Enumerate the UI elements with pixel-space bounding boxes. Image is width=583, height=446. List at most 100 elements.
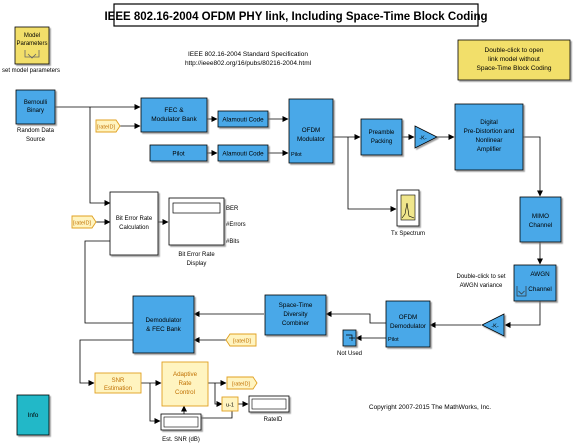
predistortion-line1: Digital [480, 119, 498, 126]
ofdm-demodulator-block[interactable] [385, 300, 431, 348]
unit-delay-block[interactable] [221, 396, 239, 412]
predistortion-line3: Nonlinear [476, 137, 503, 144]
adaptive-line2: Rate [178, 380, 192, 387]
rateid-goto-adaptive-label: [rateID] [232, 382, 251, 388]
demodulator-fec-block[interactable] [132, 295, 195, 354]
alamouti-1-label: Alamouti Code [222, 117, 264, 124]
model-parameters-line1: Model [24, 33, 40, 39]
demod-fec-line2: & FEC Bank [146, 326, 181, 333]
ofdm-mod-line2: Modulator [297, 136, 325, 143]
ofdm-mod-line1: OFDM [302, 127, 321, 134]
info-block[interactable] [16, 394, 50, 436]
rateid-tag-ber-label: [rateID] [73, 221, 92, 227]
mimo-channel-block[interactable] [519, 196, 562, 243]
predistortion-line4: Amplifier [477, 146, 502, 153]
tx-gain-block[interactable] [414, 125, 438, 149]
stdc-block[interactable] [264, 294, 327, 336]
line-ofdm-spectrum [347, 137, 397, 212]
open-model-line2: link model without [488, 56, 540, 63]
rx-gain-label: -K- [491, 324, 499, 330]
adaptive-rate-block[interactable] [161, 361, 209, 407]
ber-display-field-1 [172, 202, 221, 214]
ber-display-out3: #Bits [226, 239, 239, 245]
ber-display-out1: BER [226, 206, 239, 212]
ofdm-demod-pilot-port: Pilot [388, 337, 399, 343]
ofdm-demod-line1: OFDM [399, 314, 418, 321]
line-bernoulli-ber [89, 107, 111, 206]
ber-calc-line2: Calculation [119, 225, 149, 231]
tx-spectrum-caption: Tx Spectrum [391, 231, 425, 237]
unit-delay-label: u-1 [226, 403, 234, 409]
bernoulli-block[interactable] [15, 89, 56, 125]
line-awgn-gain [504, 301, 541, 328]
spec-line1: IEEE 802.16-2004 Standard Specification [188, 51, 308, 58]
ber-display-out2: #Errors [226, 222, 246, 228]
terminator-caption: Not Used [337, 351, 362, 357]
snr-est-line2: Estimation [104, 386, 132, 392]
line-snr-display [149, 383, 161, 424]
open-model-line1: Double-click to open [485, 47, 544, 54]
stdc-line1: Space-Time [279, 302, 313, 309]
line-adaptive-delay [214, 383, 223, 407]
alamouti-code-block-2[interactable] [217, 144, 269, 162]
adaptive-line1: Adaptive [173, 371, 198, 378]
copyright-text: Copyright 2007-2015 The MathWorks, Inc. [369, 404, 491, 411]
rateid-tag-fec[interactable] [95, 119, 121, 133]
info-label: Info [28, 412, 39, 419]
preamble-packing-block[interactable] [360, 118, 403, 156]
bernoulli-caption2: Source [26, 137, 46, 143]
snr-estimation-block[interactable] [94, 372, 142, 394]
rx-gain-block[interactable] [481, 313, 505, 337]
snr-display-caption: Est. SNR (dB) [162, 437, 200, 443]
line-predistortion-mimo [523, 136, 543, 197]
diagram-title: IEEE 802.16-2004 OFDM PHY link, Includin… [104, 11, 487, 23]
ofdm-mod-pilot-port: Pilot [291, 152, 302, 158]
spectrum-icon [400, 194, 416, 221]
rateid-tag-demod-label: [rateID] [233, 339, 252, 345]
ber-calc-line1: Bit Error Rate [116, 216, 153, 222]
ofdm-demod-line2: Demodulator [390, 323, 426, 330]
awgn-note-line2: AWGN variance [460, 283, 503, 289]
title-frame [113, 3, 479, 27]
predistortion-block[interactable] [454, 103, 524, 171]
line-ofdmdemod-stdc [325, 311, 386, 324]
bernoulli-caption1: Random Data [17, 128, 55, 134]
ofdm-modulator-block[interactable] [288, 98, 334, 164]
awgn-line1: AWGN [530, 271, 550, 278]
alamouti-code-block-1[interactable] [217, 110, 269, 128]
preamble-line1: Preamble [369, 130, 395, 136]
open-model-line3: Space-Time Block Coding [477, 65, 552, 72]
rate-display-caption: RateID [264, 417, 283, 423]
open-model-block[interactable] [457, 39, 571, 81]
predistortion-line2: Pre-Distortion and [464, 128, 515, 135]
fec-modulator-block[interactable] [140, 97, 208, 133]
ber-calculation-block[interactable] [109, 191, 159, 256]
awgn-note-line1: Double-click to set [456, 274, 505, 280]
model-parameters-line2: Parameters [16, 41, 47, 47]
stdc-line2: Diversity [283, 311, 308, 318]
stdc-line3: Combiner [282, 320, 309, 327]
fec-line2: Modulator Bank [151, 116, 197, 123]
rateid-tag-demod[interactable] [225, 333, 257, 347]
rate-display-field [251, 398, 287, 410]
alamouti-2-label: Alamouti Code [222, 151, 264, 158]
rateid-goto-adaptive[interactable] [226, 376, 258, 390]
pilot-source-block[interactable] [149, 144, 208, 162]
arrow-down-icon [24, 50, 40, 59]
bernoulli-line1: Bernoulli [24, 100, 47, 106]
model-parameters-caption: set model parameters [2, 68, 60, 74]
awgn-arrow-icon [516, 286, 527, 297]
demod-fec-line1: Demodulator [145, 317, 181, 324]
awgn-channel-block[interactable] [513, 264, 557, 302]
ber-display-caption1: Bit Error Rate [178, 252, 215, 258]
mimo-line1: MIMO [532, 213, 549, 220]
fec-line1: FEC & [164, 107, 184, 114]
rateid-tag-ber[interactable] [71, 215, 97, 229]
rateid-tag-fec-label: [rateID] [97, 125, 116, 131]
preamble-line2: Packing [371, 139, 392, 145]
bernoulli-line2: Binary [27, 108, 44, 114]
pilot-source-label: Pilot [172, 151, 184, 158]
awgn-line2: Channel [528, 286, 551, 293]
snr-est-line1: SNR [112, 378, 125, 384]
